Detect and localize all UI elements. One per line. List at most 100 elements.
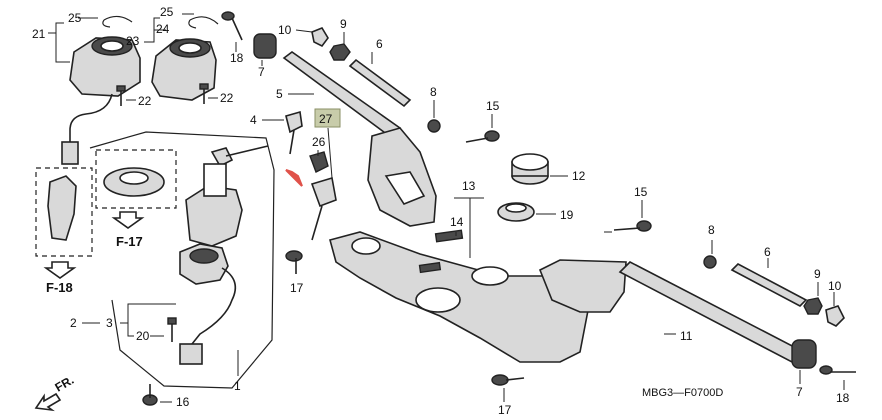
callout-7-right: 7 <box>796 385 803 399</box>
key-4 <box>285 110 303 155</box>
stem-hole <box>415 287 461 313</box>
fork-hole-right <box>471 266 509 286</box>
callout-20: 20 <box>136 329 150 343</box>
callout-25-right: 25 <box>160 5 174 19</box>
f17-inset <box>95 149 177 229</box>
callout-5: 5 <box>276 87 283 101</box>
callout-13: 13 <box>462 179 476 193</box>
callout-23: 23 <box>126 34 140 48</box>
screw-22-right <box>199 83 209 104</box>
callout-10-right: 10 <box>828 279 842 293</box>
callout-18-right: 18 <box>836 391 850 405</box>
washer-8-left <box>427 119 441 133</box>
callout-1: 1 <box>234 379 241 393</box>
ignition-assembly <box>82 131 275 406</box>
nut-9-right <box>803 297 823 315</box>
callout-27: 27 <box>319 112 333 126</box>
bolt-15-right <box>613 220 652 232</box>
f18-arrow <box>43 261 77 279</box>
callout-26: 26 <box>312 135 326 149</box>
callout-19: 19 <box>560 208 574 222</box>
callout-17-center: 17 <box>290 281 304 295</box>
front-direction-arrow <box>34 392 62 412</box>
fork-hole-left <box>351 237 381 255</box>
right-handlebar-pipe <box>618 261 802 364</box>
ignition-connector <box>179 343 203 365</box>
left-clamp-window <box>384 171 426 205</box>
callout-15-center: 15 <box>486 99 500 113</box>
screw-17-center <box>285 250 303 274</box>
left-collar-bore <box>100 40 124 52</box>
callout-7-left: 7 <box>258 65 265 79</box>
callout-24: 24 <box>156 22 170 36</box>
nut-19 <box>497 202 535 222</box>
callout-22-right: 22 <box>220 91 234 105</box>
callout-14: 14 <box>450 215 464 229</box>
weight-rod-6-left <box>348 58 412 108</box>
ignition-cylinder <box>203 163 227 197</box>
right-handlebar-group <box>491 200 856 402</box>
weight-rod-6-right <box>730 263 808 307</box>
callout-2: 2 <box>70 316 77 330</box>
left-handlebar-group <box>253 27 500 227</box>
f18-inset <box>35 167 93 279</box>
callout-6-left: 6 <box>376 37 383 51</box>
top-bridge-slot <box>418 261 442 274</box>
callout-3: 3 <box>106 316 113 330</box>
right-handlebar-clamp <box>538 259 627 313</box>
circlip-25-right <box>188 16 219 29</box>
screw-16 <box>142 384 158 406</box>
bolt-15-center <box>465 130 500 143</box>
callout-16: 16 <box>176 395 190 409</box>
callout-15-right: 15 <box>634 185 648 199</box>
stem-nut-parts <box>497 153 568 222</box>
red-indicator-arrow <box>285 169 303 187</box>
key-27 <box>310 176 337 241</box>
key-parts <box>262 108 341 274</box>
right-collar-bore <box>178 42 202 54</box>
ignition-key-on-switch <box>210 145 269 168</box>
callout-25-left: 25 <box>68 11 82 25</box>
part-27-highlight <box>314 108 341 128</box>
diagram-code: MBG3—F0700D <box>642 387 723 399</box>
screw-18-top <box>221 11 243 41</box>
switch-wire <box>69 93 113 142</box>
key-blank-26 <box>309 151 329 173</box>
clip-10-right <box>825 305 845 327</box>
rubber-pad-14 <box>434 229 464 243</box>
callout-21: 21 <box>32 27 46 41</box>
ref-f17: F-17 <box>116 234 143 249</box>
screw-20 <box>167 317 177 342</box>
bar-end-weight-7-right <box>791 339 817 369</box>
screw-17-bottom <box>491 374 525 386</box>
callout-11: 11 <box>680 329 693 343</box>
bar-end-weight-7-left <box>253 33 277 59</box>
screw-18-right <box>819 365 856 375</box>
washer-8-right <box>703 255 717 269</box>
callout-10-left: 10 <box>278 23 292 37</box>
clip-10-left <box>311 27 329 48</box>
callout-4: 4 <box>250 113 257 127</box>
ignition-wire <box>191 267 237 345</box>
callout-8-left: 8 <box>430 85 437 99</box>
f17-lock-cap-center <box>119 171 149 185</box>
lower-switch-top <box>189 248 219 264</box>
callout-18-top: 18 <box>230 51 244 65</box>
callout-22-left: 22 <box>138 94 152 108</box>
callout-17-bottom: 17 <box>498 403 512 417</box>
switch-connector <box>61 141 79 165</box>
screw-22-left <box>116 85 126 106</box>
switch-housing-group <box>48 11 243 165</box>
ref-f18: F-18 <box>46 280 73 295</box>
callout-12: 12 <box>572 169 586 183</box>
callout-8-right: 8 <box>708 223 715 237</box>
f18-bracket-part <box>47 175 77 241</box>
callout-9-right: 9 <box>814 267 821 281</box>
f17-arrow <box>111 211 145 229</box>
circlip-25-left <box>102 15 133 28</box>
front-direction-label: FR. <box>53 373 77 395</box>
callout-6-right: 6 <box>764 245 771 259</box>
callout-9-left: 9 <box>340 17 347 31</box>
cap-12 <box>511 153 549 185</box>
